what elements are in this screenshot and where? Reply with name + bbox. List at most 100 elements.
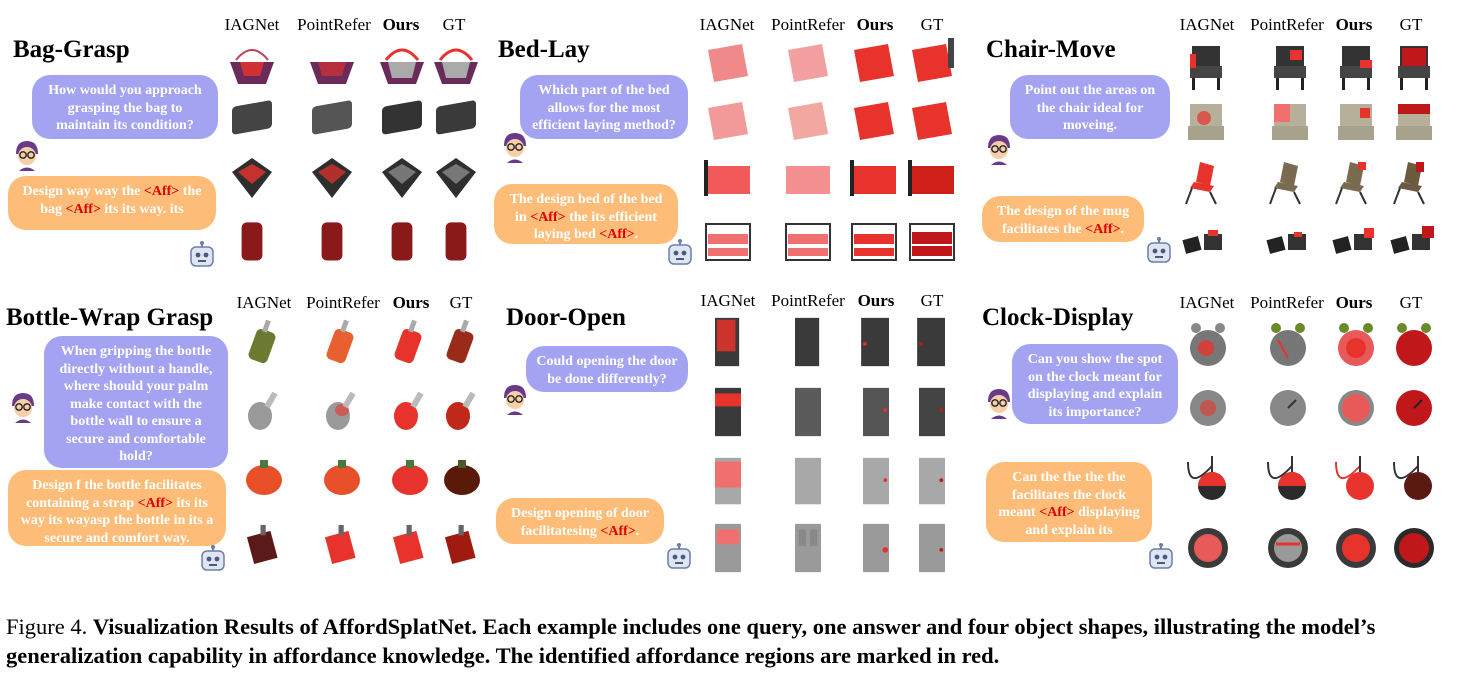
object-shape	[434, 48, 478, 84]
object-shape	[241, 222, 263, 261]
user-avatar-icon	[504, 133, 526, 163]
object-shape	[1190, 323, 1226, 366]
column-header: IAGNet	[700, 291, 756, 310]
answer-bubble: Design opening of door facilitatesing <A…	[496, 498, 664, 544]
answer-bubble: Design way way the <Aff> the bag <Aff> i…	[8, 176, 216, 230]
robot-icon	[667, 543, 691, 569]
column-header: PointRefer	[771, 15, 845, 34]
column-header: PointRefer	[1250, 15, 1324, 34]
object-shape	[1182, 230, 1222, 254]
object-shape	[909, 223, 955, 261]
object-shape	[312, 100, 352, 135]
object-shape	[380, 48, 424, 84]
aff-token: <Aff>	[1085, 221, 1121, 237]
query-bubble: When gripping the bottle directly withou…	[44, 336, 228, 468]
column-header: GT	[920, 291, 944, 310]
object-shape	[446, 319, 474, 364]
object-shape	[382, 158, 422, 198]
column-header: GT	[442, 15, 466, 34]
column-header: Ours	[392, 293, 430, 312]
answer-text: its its way. its	[100, 201, 184, 217]
panel-clock-display: Clock-Display IAGNet PointRefer Ours GT …	[980, 290, 1460, 580]
aff-token: <Aff>	[143, 184, 180, 199]
aff-token: <Aff>	[530, 209, 566, 225]
object-shape	[1190, 390, 1226, 426]
object-shape	[1185, 162, 1217, 205]
object-shape	[1396, 390, 1432, 426]
object-shape	[908, 160, 954, 196]
object-shape	[392, 460, 428, 495]
answer-bubble: Can the the the the facilitates the cloc…	[986, 462, 1152, 555]
object-shape	[1338, 323, 1374, 366]
object-shape	[1335, 456, 1374, 500]
object-shape	[919, 387, 945, 437]
object-shape	[708, 102, 748, 140]
answer-text: Design opening of door facilitatesing	[510, 506, 650, 539]
caption-bold-text: Visualization Results of AffordSplatNet.…	[6, 614, 1376, 668]
object-shape	[715, 317, 740, 367]
user-avatar-icon	[12, 393, 34, 423]
object-shape	[795, 317, 820, 367]
object-shape	[382, 100, 422, 135]
panel-chair-move: Chair-Move IAGNet PointRefer Ours GT Poi…	[980, 0, 1460, 290]
panel-title: Bottle-Wrap Grasp	[6, 304, 214, 331]
object-shape	[795, 457, 821, 505]
object-shape	[863, 387, 889, 437]
object-shape	[1266, 232, 1306, 254]
user-avatar-icon	[16, 141, 38, 171]
object-shape	[715, 387, 741, 437]
object-shape	[1338, 390, 1374, 426]
column-header: Ours	[1335, 293, 1373, 312]
answer-text: the bag	[40, 184, 202, 217]
answer-text: the its efficient laying bed	[533, 209, 657, 243]
robot-icon	[1147, 237, 1171, 263]
answer-text: .	[634, 227, 639, 242]
object-shape	[326, 319, 354, 364]
object-shape	[436, 158, 476, 198]
object-shape	[312, 158, 352, 198]
answer-text: .	[1120, 221, 1125, 237]
column-header: IAGNet	[699, 15, 755, 34]
answer-bubble: Design f the bottle facilitates containi…	[8, 470, 226, 546]
object-shape	[1393, 456, 1432, 500]
object-shape	[912, 102, 952, 140]
object-shape	[232, 158, 272, 198]
query-bubble: Could opening the door be done different…	[526, 346, 688, 392]
object-shape	[1187, 456, 1226, 500]
object-shape	[850, 160, 896, 196]
answer-text: The design of the mug facilitates the	[996, 204, 1130, 237]
object-shape	[715, 457, 741, 505]
object-shape	[445, 222, 467, 261]
object-shape	[854, 102, 894, 140]
column-header: IAGNet	[224, 15, 280, 34]
object-shape	[232, 100, 272, 135]
object-shape	[1336, 528, 1376, 568]
object-shape	[917, 317, 945, 367]
object-shape	[708, 44, 748, 82]
answer-bubble: The design of the mug facilitates the <A…	[982, 196, 1144, 242]
object-shape	[1340, 46, 1372, 90]
object-shape	[861, 317, 889, 367]
column-header: PointRefer	[771, 291, 845, 310]
answer-text: Design f the bottle facilitates containi…	[25, 478, 202, 511]
query-bubble: Point out the areas on the chair ideal f…	[1010, 75, 1170, 139]
object-shape	[230, 49, 274, 84]
answer-text: .	[635, 523, 640, 539]
column-header: PointRefer	[297, 15, 371, 34]
query-bubble: How would you approach grasping the bag …	[32, 75, 218, 139]
panel-bottle-wrap-grasp: Bottle-Wrap Grasp IAGNet PointRefer Ours…	[0, 290, 480, 580]
object-shape	[394, 391, 424, 430]
object-shape	[324, 524, 356, 565]
panel-title: Clock-Display	[982, 304, 1134, 331]
object-shape	[391, 222, 413, 261]
object-shape	[326, 391, 356, 430]
object-shape	[1338, 104, 1374, 140]
object-shape	[1390, 226, 1434, 254]
user-avatar-icon	[988, 135, 1010, 165]
column-header: GT	[449, 293, 473, 312]
object-shape	[788, 44, 828, 82]
object-shape	[1396, 104, 1432, 140]
object-shape	[324, 460, 360, 495]
object-shape	[1188, 528, 1228, 568]
object-shape	[795, 387, 821, 437]
